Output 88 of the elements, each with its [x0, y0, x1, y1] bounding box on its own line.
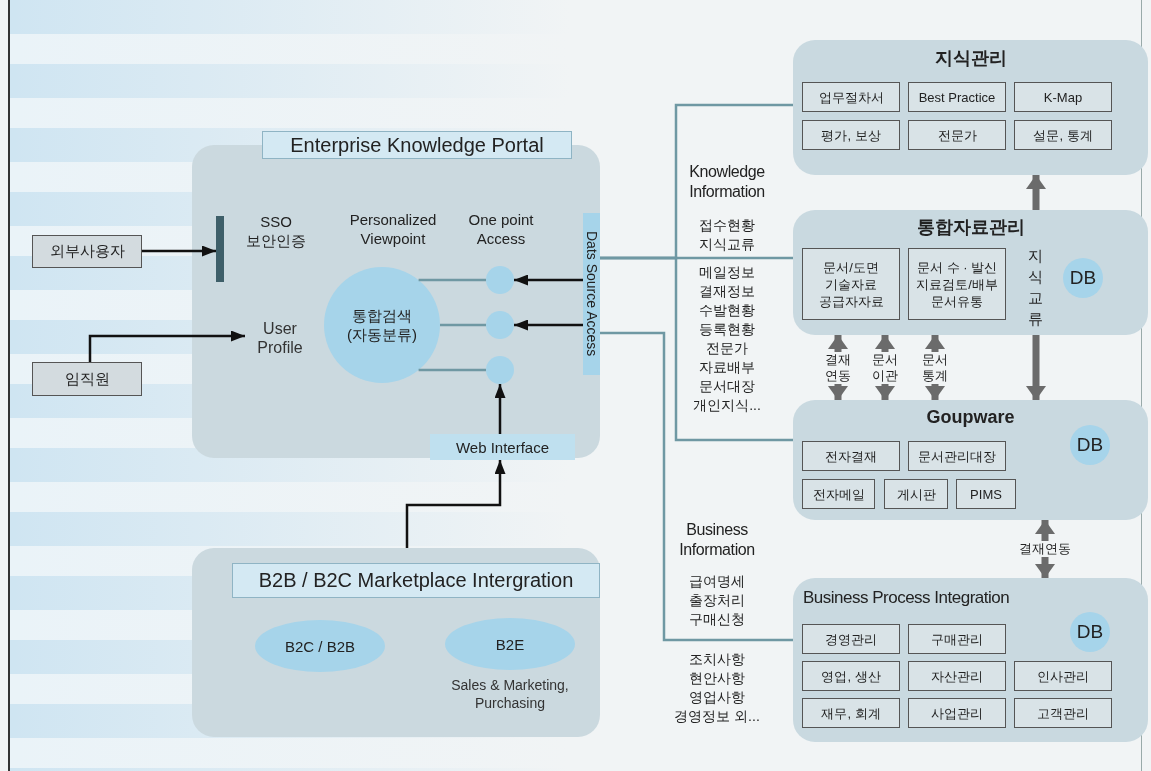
item-box: 고객관리: [1014, 698, 1112, 728]
edge-label: 문서 통계: [920, 351, 950, 384]
edge-label: 결재 연동: [823, 351, 853, 384]
db-circle: DB: [1070, 425, 1110, 465]
item-box: 재무, 회계: [802, 698, 900, 728]
channel-ellipse: B2E: [445, 618, 575, 670]
access-point-circle: [486, 311, 514, 339]
list-item: 결재정보: [698, 282, 756, 300]
item-box: PIMS: [956, 479, 1016, 509]
item-box: 평가, 보상: [802, 120, 900, 150]
arrow: [142, 245, 216, 257]
title-banner: B2B / B2C Marketplace Intergration: [232, 563, 600, 598]
list-item: 지식교류: [698, 235, 756, 253]
list-heading: Business Information: [678, 520, 756, 560]
group-title: Goupware: [925, 405, 1016, 429]
list-item: 구매신청: [688, 610, 746, 628]
group-panel: [793, 40, 1148, 175]
list-item: 수발현황: [698, 301, 756, 319]
arrow: [1026, 175, 1046, 210]
item-box: 영업, 생산: [802, 661, 900, 691]
item-box: 설문, 통계: [1014, 120, 1112, 150]
item-box: 자산관리: [908, 661, 1006, 691]
gate-bar: [216, 216, 224, 282]
group-panel: [793, 400, 1148, 520]
list-heading: Knowledge Information: [688, 162, 766, 202]
title-banner: Enterprise Knowledge Portal: [262, 131, 572, 159]
arrow: [494, 384, 506, 434]
item-box: 전자결재: [802, 441, 900, 471]
feature-label: SSO 보안인증: [245, 212, 307, 250]
portal-panel: [192, 548, 600, 737]
item-box: 게시판: [884, 479, 948, 509]
item-box: K-Map: [1014, 82, 1112, 112]
connector-line: [440, 323, 486, 327]
list-item: 출장처리: [688, 591, 746, 609]
channel-ellipse: B2C / B2B: [255, 620, 385, 672]
arrow: [514, 319, 583, 331]
arrow: [88, 330, 245, 362]
access-point-circle: [486, 356, 514, 384]
arrow: [514, 274, 583, 286]
item-box: 인사관리: [1014, 661, 1112, 691]
list-item: 급여명세: [688, 572, 746, 590]
arrow: [1026, 335, 1046, 400]
connector-line: [418, 368, 486, 372]
arrow: [405, 460, 506, 548]
node-label: Sales & Marketing, Purchasing: [450, 676, 570, 712]
item-box: 전자메일: [802, 479, 875, 509]
list-item: 전문가: [705, 339, 749, 357]
item-box: 사업관리: [908, 698, 1006, 728]
list-item: 접수현황: [698, 216, 756, 234]
connector-line: [418, 278, 486, 282]
list-item: 현안사항: [688, 669, 746, 687]
group-panel: [793, 578, 1148, 742]
group-title: Business Process Integration: [803, 587, 1011, 609]
item-box: Best Practice: [908, 82, 1006, 112]
list-item: 조치사항: [688, 650, 746, 668]
user-box: 임직원: [32, 362, 142, 396]
list-item: 영업사항: [688, 688, 746, 706]
item-box: 구매관리: [908, 624, 1006, 654]
list-item: 개인지식...: [692, 396, 762, 414]
edge-label: 문서 이관: [870, 351, 900, 384]
db-circle: DB: [1070, 612, 1110, 652]
item-box: 문서/도면 기술자료 공급자자료: [802, 248, 900, 320]
feature-label: Personalized Viewpoint: [348, 210, 438, 248]
list-item: 메일정보: [698, 263, 756, 281]
item-box: 문서관리대장: [908, 441, 1006, 471]
db-circle: DB: [1063, 258, 1103, 298]
connector-line: [600, 256, 793, 442]
list-item: 등록현황: [698, 320, 756, 338]
group-title: 통합자료관리: [915, 216, 1026, 239]
item-box: 문서 수 · 발신 지료검토/배부 문서유통: [908, 248, 1006, 320]
list-item: 자료배부: [698, 358, 756, 376]
item-box: 전문가: [908, 120, 1006, 150]
edge-label: 결재연동: [1018, 541, 1072, 557]
list-item: 문서대장: [698, 377, 756, 395]
source-band: Dats Source Access: [583, 213, 600, 375]
node-label: User Profile: [245, 318, 315, 358]
item-box: 업무절차서: [802, 82, 900, 112]
group-panel: [793, 210, 1148, 335]
access-point-circle: [486, 266, 514, 294]
group-title: 지식관리: [933, 47, 1008, 70]
vertical-label: 지식교류: [1027, 246, 1043, 329]
interface-tab: Web Interface: [430, 434, 575, 460]
item-box: 경영관리: [802, 624, 900, 654]
feature-label: One point Access: [467, 210, 535, 248]
list-item: 경영정보 외...: [673, 707, 761, 725]
search-circle: 통합검색 (자동분류): [324, 267, 440, 383]
user-box: 외부사용자: [32, 235, 142, 268]
connector-line: [600, 331, 793, 642]
